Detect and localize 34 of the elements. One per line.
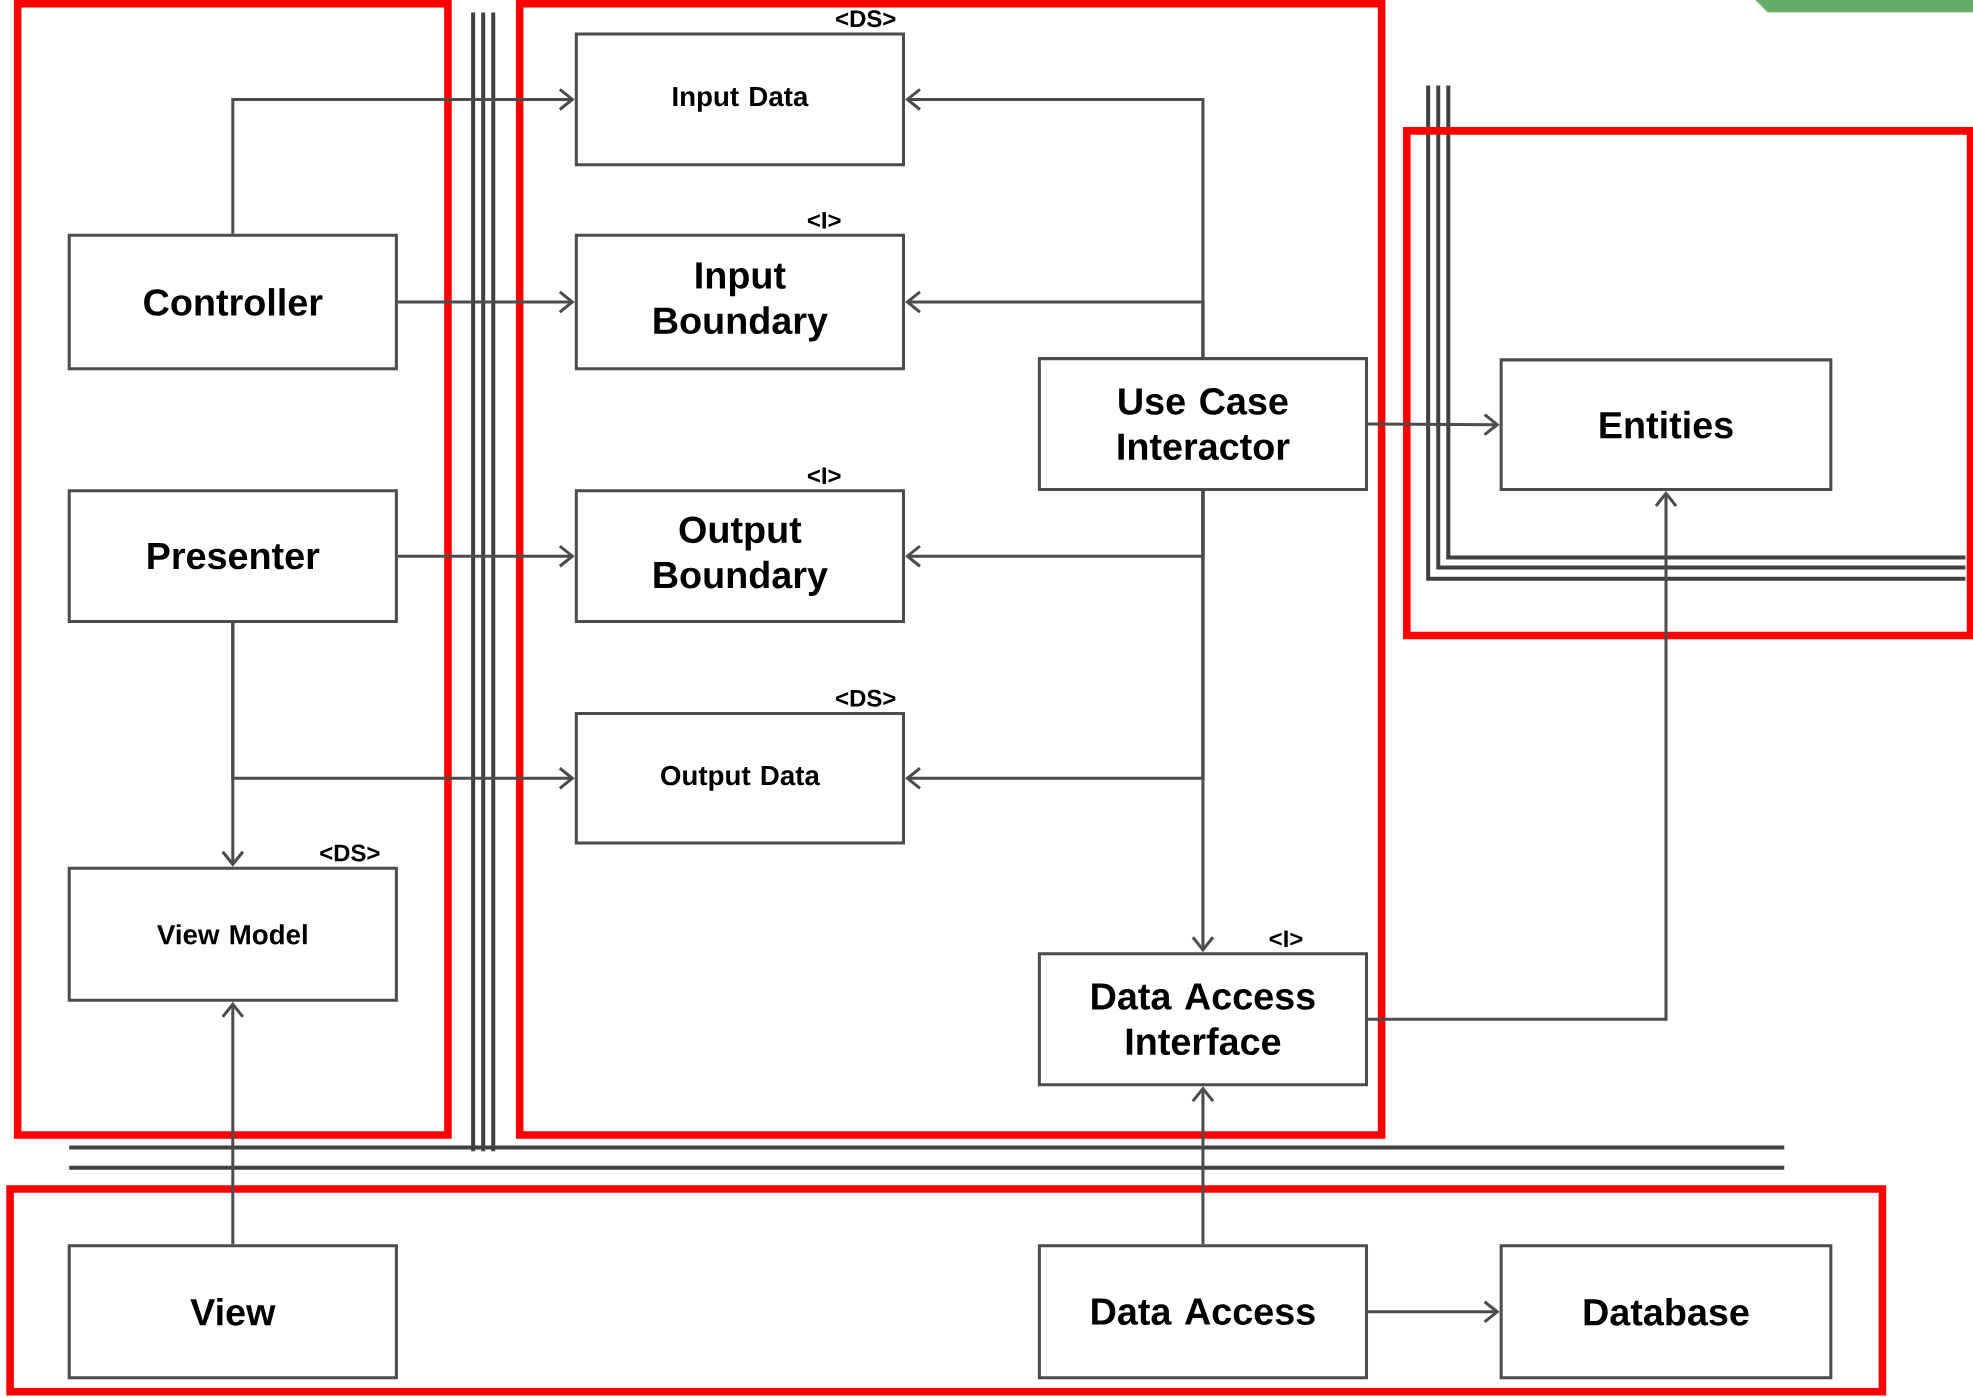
arrow [1368,413,1500,436]
stereotype-label: <I> [807,212,841,229]
arrow [905,290,1205,358]
arrow [231,623,575,790]
class-box: Data Access Interface [1037,952,1369,1087]
arrow [221,1002,245,1245]
class-box: Database [1499,1244,1833,1380]
class-box: Entities [1499,358,1833,492]
stereotype-label: <DS> [836,689,896,707]
highlight-frame [13,0,452,1139]
highlight-frame [6,1185,1887,1396]
class-box: Output Boundary [574,489,905,624]
class-box: Input Boundary [574,233,905,371]
stereotype-label: <I> [1269,930,1303,948]
class-box: Use Case Interactor [1037,357,1369,492]
highlight-frame [515,0,1386,1139]
class-box: Data Access [1037,1244,1369,1380]
class-box: View [67,1244,398,1380]
arrow [397,545,575,568]
class-box: Controller [67,233,398,371]
arrow [231,88,575,234]
arrow [1368,491,1678,1021]
class-box: Input Data [574,32,905,167]
class-box: Presenter [67,489,398,624]
class-box: View Model [67,866,398,1002]
arrow [1191,491,1215,953]
class-box: Output Data [574,712,905,845]
arrow [1191,1086,1215,1245]
stereotype-label: <DS> [836,10,896,28]
highlight-frame [1403,127,1973,640]
stereotype-label: <I> [807,467,841,485]
arrow [1368,1300,1500,1324]
arrow [397,290,575,314]
stereotype-label: <DS> [320,844,380,862]
